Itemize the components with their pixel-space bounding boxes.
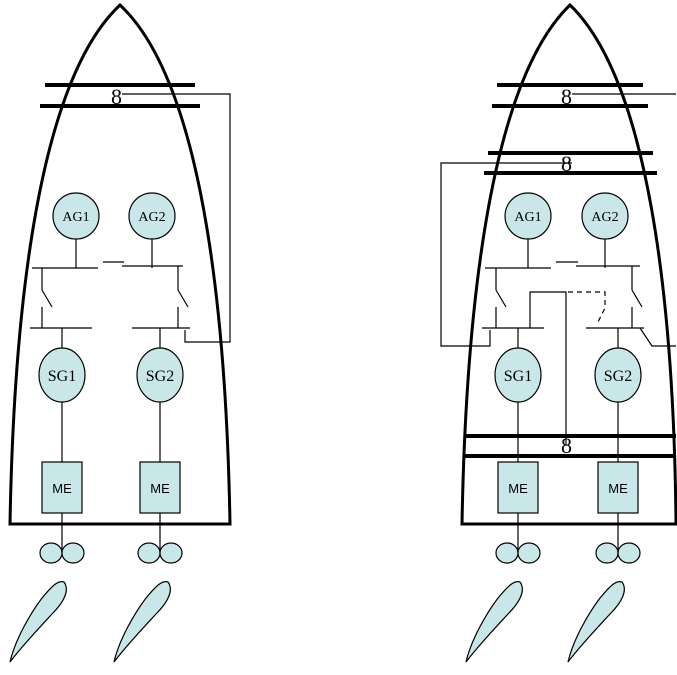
right-control-cable-dashed [568, 291, 606, 323]
right-me2-label: ME [608, 481, 628, 496]
left-ag1-label: AG1 [62, 210, 89, 225]
right-rudder-1 [465, 581, 523, 663]
right-ship: 8 8 8 AG1 AG2 [440, 2, 677, 663]
left-ship-hull [8, 2, 232, 526]
right-propeller-2 [595, 542, 641, 564]
right-control-cable-stbd [639, 327, 676, 347]
left-bulkhead-fwd [40, 83, 200, 108]
right-me1-label: ME [508, 481, 528, 496]
right-propeller-1 [495, 542, 541, 564]
right-switchboard [482, 239, 644, 350]
left-ship: 8 AG1 AG2 SG1 SG2 [8, 2, 232, 663]
right-bulkhead-fwd [492, 83, 648, 108]
right-ship-hull [460, 2, 677, 526]
right-bulkhead-aft-symbol: 8 [561, 433, 572, 458]
left-me2-label: ME [150, 481, 170, 496]
left-rudder-1 [9, 581, 67, 663]
left-sg1-label: SG1 [48, 368, 76, 385]
left-ag2-label: AG2 [138, 210, 165, 225]
right-sg1-label: SG1 [504, 368, 532, 385]
left-rudder-2 [113, 581, 171, 663]
right-control-cable-mid [440, 162, 572, 347]
right-me2-engine [597, 461, 639, 514]
left-sg2-label: SG2 [146, 368, 174, 385]
right-ag1-label: AG1 [514, 210, 541, 225]
left-control-cable [122, 93, 231, 343]
left-propeller-2 [137, 542, 183, 564]
left-me1-engine [41, 461, 83, 514]
right-bulkhead-mid [484, 151, 657, 175]
left-bulkhead-fwd-symbol: 8 [111, 84, 122, 109]
left-propeller-1 [39, 542, 85, 564]
right-ag2-label: AG2 [591, 210, 618, 225]
left-switchboard [30, 239, 190, 350]
right-rudder-2 [567, 581, 625, 663]
right-bulkhead-fwd-symbol: 8 [561, 84, 572, 109]
right-control-cable-aft-link [529, 291, 567, 445]
left-me2-engine [139, 461, 181, 514]
right-bulkhead-aft [464, 434, 676, 458]
left-me1-label: ME [52, 481, 72, 496]
right-sg2-label: SG2 [604, 368, 632, 385]
